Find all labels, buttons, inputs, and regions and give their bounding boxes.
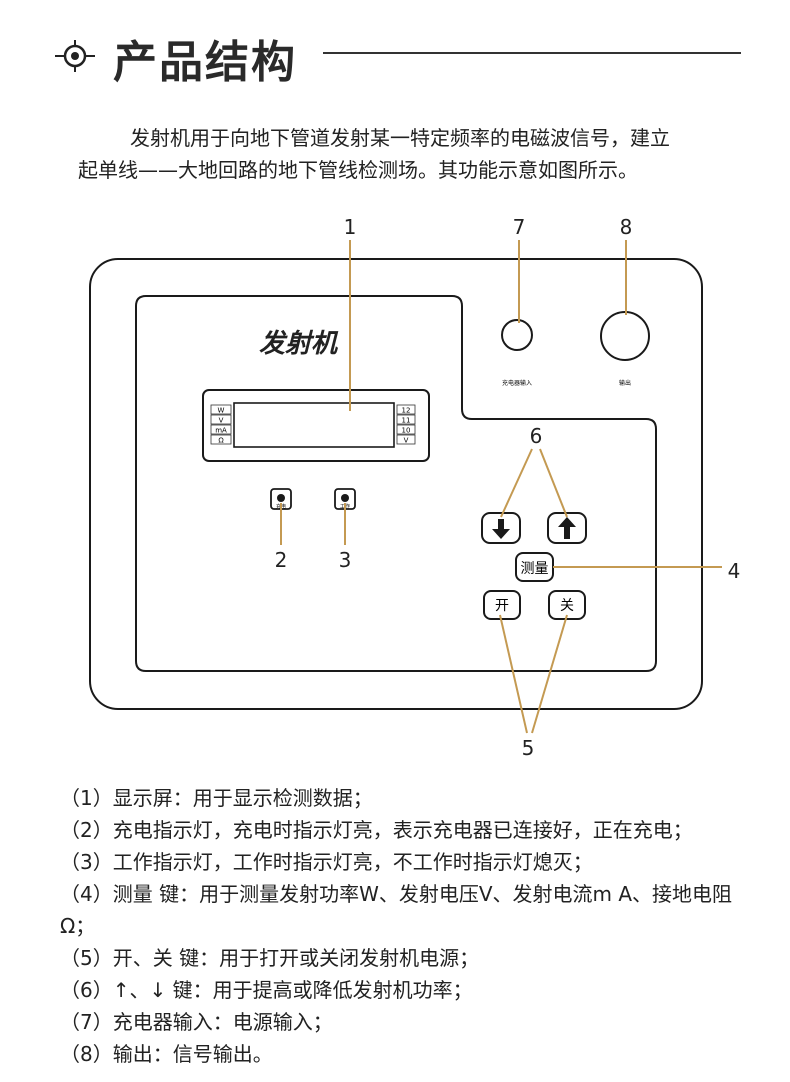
measure-button[interactable]: 测量 — [515, 552, 554, 582]
desc-item-6: （6）↑、↓ 键：用于提高或降低发射机功率； — [60, 978, 473, 1002]
leader-lines — [280, 240, 722, 734]
unit-w: W — [218, 407, 225, 415]
section-header: 产品结构 — [55, 24, 745, 88]
intro-paragraph: 发射机用于向地下管道发射某一特定频率的电磁波信号，建立 起单线——大地回路的地下… — [78, 122, 718, 186]
header-rule — [323, 52, 741, 54]
off-button-label: 关 — [560, 598, 574, 614]
leader-5a — [499, 614, 528, 734]
description-list: （1）显示屏：用于显示检测数据； （2）充电指示灯，充电时指示灯亮，表示充电器已… — [60, 782, 740, 1070]
callout-3: 3 — [339, 548, 352, 572]
unit-ma: mA — [215, 427, 227, 435]
callout-2: 2 — [275, 548, 288, 572]
output-port[interactable] — [600, 311, 650, 361]
on-button-label: 开 — [495, 598, 509, 614]
power-up-button[interactable] — [547, 512, 587, 544]
brand-label: 发射机 — [259, 329, 339, 359]
level-11: 11 — [402, 417, 411, 425]
intro-line-1: 发射机用于向地下管道发射某一特定频率的电磁波信号，建立 — [130, 126, 670, 150]
leader-6b — [539, 448, 568, 518]
transmitter-diagram: 发射机 W V mA Ω 12 11 10 V 充电 工作 充电器输入 输出 — [89, 215, 741, 760]
crosshair-icon — [55, 40, 95, 72]
arrow-down-icon — [492, 519, 510, 539]
charger-input-port[interactable] — [501, 319, 533, 351]
desc-item-5: （5）开、关 键：用于打开或关闭发射机电源； — [60, 946, 480, 970]
leader-5b — [531, 614, 568, 734]
right-unit-labels: 12 11 10 V — [396, 404, 416, 445]
output-label: 输出 — [619, 379, 631, 387]
on-button[interactable]: 开 — [483, 590, 521, 620]
callout-4: 4 — [728, 559, 741, 583]
measure-button-label: 测量 — [521, 561, 549, 577]
unit-v: V — [219, 417, 224, 425]
desc-item-7: （7）充电器输入：电源输入； — [60, 1010, 333, 1034]
arrow-up-icon — [558, 517, 576, 539]
intro-line-2: 起单线——大地回路的地下管线检测场。其功能示意如图所示。 — [78, 158, 638, 182]
power-down-button[interactable] — [481, 512, 521, 544]
level-10: 10 — [402, 427, 411, 435]
leader-6a — [500, 448, 533, 518]
level-v: V — [404, 437, 409, 445]
left-unit-labels: W V mA Ω — [210, 404, 232, 445]
page-title: 产品结构 — [113, 37, 297, 88]
callout-1: 1 — [344, 215, 357, 239]
desc-item-2: （2）充电指示灯，充电时指示灯亮，表示充电器已连接好，正在充电； — [60, 818, 693, 842]
desc-item-8: （8）输出：信号输出。 — [60, 1042, 273, 1066]
desc-item-4: （4）测量 键：用于测量发射功率W、发射电压V、发射电流m A、接地电阻Ω； — [60, 882, 733, 938]
display-screen — [233, 402, 395, 448]
callout-6: 6 — [530, 424, 543, 448]
callout-7: 7 — [513, 215, 526, 239]
charger-input-label: 充电器输入 — [502, 379, 532, 387]
callout-5: 5 — [522, 736, 535, 760]
desc-item-1: （1）显示屏：用于显示检测数据； — [60, 786, 373, 810]
callout-8: 8 — [620, 215, 633, 239]
level-12: 12 — [402, 407, 411, 415]
unit-ohm: Ω — [218, 437, 224, 445]
off-button[interactable]: 关 — [548, 590, 586, 620]
desc-item-3: （3）工作指示灯，工作时指示灯亮，不工作时指示灯熄灭； — [60, 850, 593, 874]
